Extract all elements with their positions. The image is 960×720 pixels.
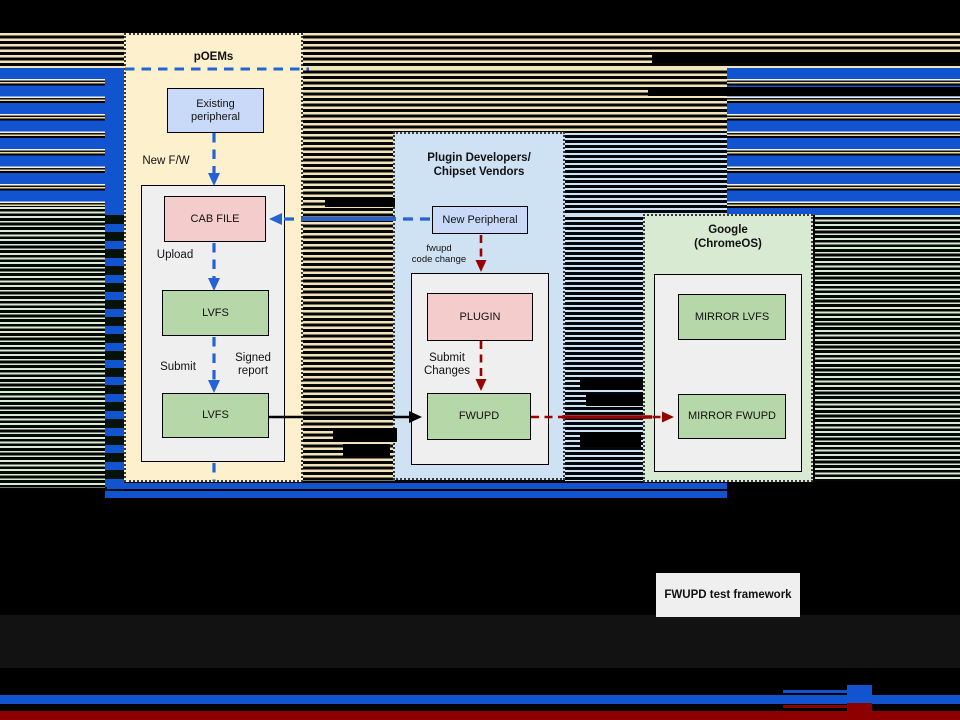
mirror-lvfs-box: MIRROR LVFS [678,294,786,340]
glitch-blue-block [847,685,872,703]
glitch-red-bar-footer [0,711,960,720]
glitch-red-line-small [783,705,847,708]
black-bar-top-1 [652,53,960,63]
glitch-green-stripes-right [815,215,960,481]
black-bar-right-2 [586,394,643,406]
cab-file-box: CAB FILE [164,196,266,242]
glitch-blue-bar-footer [0,695,960,704]
glitch-green-stripes-left [0,207,105,488]
glitch-tan-upper-right [395,68,727,133]
glitch-tan-column-mid [303,68,395,481]
glitch-blue-bar-bottom-1 [107,483,727,489]
fwupd-box: FWUPD [427,393,531,440]
glitch-blue-bar-bottom-2 [105,491,727,498]
black-bar-right-3 [580,432,641,447]
poems-panel-title: pOEMs [193,51,234,63]
plugin-panel-title: Plugin Developers/Chipset Vendors [427,152,531,178]
google-panel-title: Google(ChromeOS) [694,224,762,250]
black-bar-right-1 [580,379,643,390]
glitch-blue-vertical-strip [105,68,124,498]
new-peripheral-box: New Peripheral [432,206,528,234]
new-fw-label: New F/W [142,155,190,167]
lvfs-top-box: LVFS [162,290,269,336]
glitch-blue-bars-left [0,68,105,207]
black-bar-lower-left-1 [333,428,397,442]
black-bar-top-2 [648,87,960,96]
lvfs-bottom-box: LVFS [162,393,269,438]
glitch-lightblue-upper [565,133,727,215]
glitch-blue-line-small [783,690,847,693]
mirror-fwupd-box: MIRROR FWUPD [678,394,786,439]
black-bar-lower-left-2 [343,444,390,456]
upload-label: Upload [156,249,194,261]
plugin-box: PLUGIN [427,293,533,341]
submit-label: Submit [160,361,196,373]
black-bar-mid-left [325,198,395,207]
glitch-red-block [847,703,872,716]
glitch-gray-band [0,615,960,668]
fwupd-test-framework-box: FWUPD test framework [656,573,800,617]
glitch-vstrip-pattern [105,207,124,498]
